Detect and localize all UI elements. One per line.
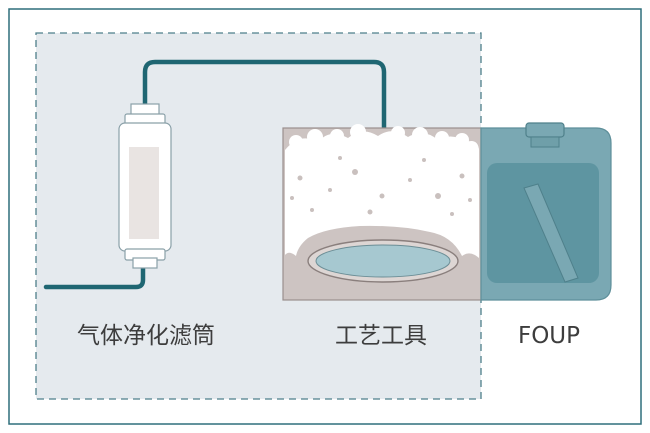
foup-handle — [525, 122, 565, 138]
gas-bubble-dots — [290, 156, 472, 216]
filter-bottom-cap — [132, 257, 158, 269]
gas-bubbles — [289, 124, 479, 155]
foup-label: FOUP — [518, 323, 580, 349]
process-tool-label: 工艺工具 — [335, 323, 427, 349]
filter-label: 气体净化滤筒 — [77, 323, 215, 349]
foup-slot — [523, 183, 579, 283]
filter-cartridge — [118, 103, 172, 269]
filter-media — [129, 147, 159, 239]
process-tool-chamber — [282, 124, 482, 301]
outer-frame — [8, 8, 642, 425]
foup-container — [480, 122, 612, 301]
gas-pipe-inlet — [43, 265, 146, 290]
foup-handle-base — [530, 136, 560, 148]
gas-pipe-top — [142, 59, 387, 141]
wafer — [315, 244, 451, 278]
